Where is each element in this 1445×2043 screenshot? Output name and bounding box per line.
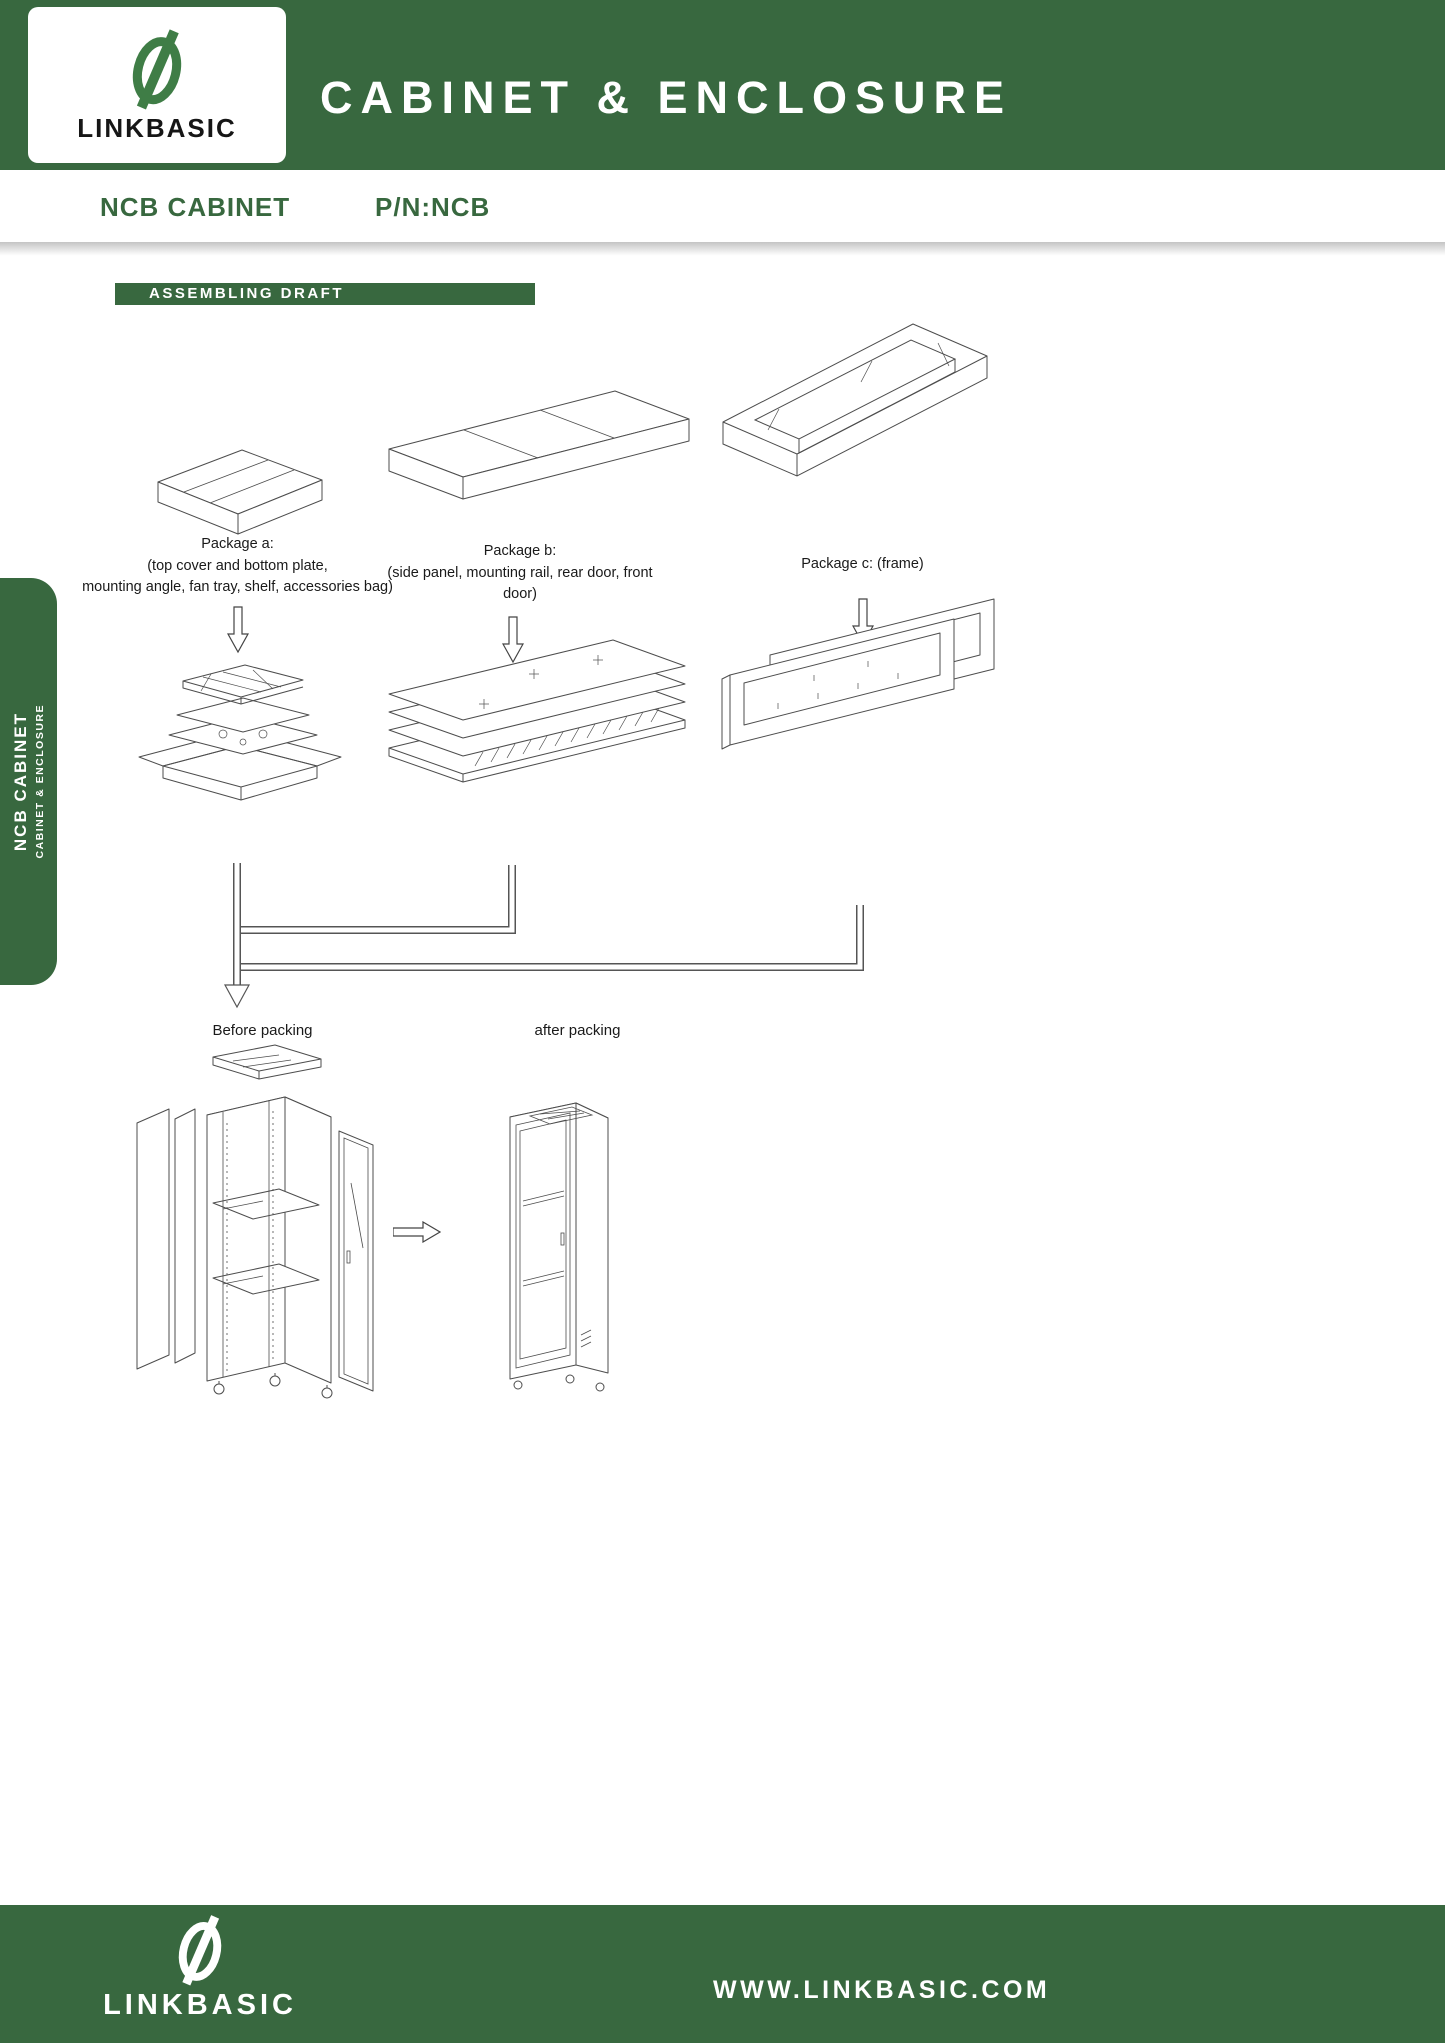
right-arrow-icon bbox=[393, 1221, 441, 1243]
package-a-caption: Package a: (top cover and bottom plate, … bbox=[70, 534, 405, 599]
assembly-flow-connector bbox=[223, 863, 864, 1009]
caption-line: Package a: bbox=[201, 536, 274, 552]
brand-logo: LINKBASIC bbox=[28, 7, 286, 163]
caption-line: Package b: bbox=[483, 543, 557, 559]
before-packing-label: Before packing bbox=[212, 1022, 313, 1039]
after-packing-label: after packing bbox=[534, 1022, 621, 1039]
product-name: NCB CABINET bbox=[100, 192, 291, 222]
down-arrow-icon bbox=[502, 616, 524, 664]
package-c-caption: Package c: (frame) bbox=[755, 554, 970, 576]
cabinet-before-packing-drawing bbox=[136, 1044, 374, 1399]
linkbasic-logo-icon bbox=[178, 1915, 222, 1986]
package-c-contents-drawing bbox=[721, 598, 995, 750]
down-arrow-icon bbox=[227, 606, 249, 654]
package-b-box-drawing bbox=[388, 390, 690, 500]
footer-brand-name: LINKBASIC bbox=[103, 1989, 297, 2021]
footer-band: LINKBASIC WWW.LINKBASIC.COM bbox=[0, 1905, 1445, 2043]
footer-website: WWW.LINKBASIC.COM bbox=[713, 1976, 1051, 2004]
package-c-frame-drawing bbox=[722, 323, 988, 477]
sidebar-product-title: NCB CABINET bbox=[11, 711, 30, 852]
package-a-contents-drawing bbox=[138, 664, 342, 801]
header-band: LINKBASIC CABINET & ENCLOSURE bbox=[0, 0, 1445, 170]
cabinet-after-packing-drawing bbox=[509, 1102, 609, 1392]
page-title: CABINET & ENCLOSURE bbox=[320, 72, 1013, 123]
package-b-caption: Package b: (side panel, mounting rail, r… bbox=[370, 541, 670, 606]
part-number: P/N:NCB bbox=[375, 192, 491, 222]
footer-brand-logo: LINKBASIC bbox=[103, 1913, 297, 2022]
caption-line: Package c: (frame) bbox=[801, 556, 924, 572]
subheader-divider bbox=[0, 242, 1445, 258]
subheader-band: NCB CABINET P/N:NCB bbox=[0, 170, 1445, 242]
section-title-bar: ASSEMBLING DRAFT bbox=[115, 283, 535, 305]
caption-line: (top cover and bottom plate, bbox=[147, 557, 328, 574]
package-b-contents-drawing bbox=[388, 639, 686, 783]
package-a-box-drawing bbox=[157, 449, 323, 535]
caption-line: mounting angle, fan tray, shelf, accesso… bbox=[82, 579, 393, 595]
down-arrow-icon bbox=[223, 984, 251, 1009]
sidebar-tab: NCB CABINET CABINET & ENCLOSURE bbox=[0, 578, 57, 985]
caption-line: (side panel, mounting rail, rear door, f… bbox=[387, 564, 653, 603]
section-title: ASSEMBLING DRAFT bbox=[149, 285, 344, 302]
brand-name: LINKBASIC bbox=[77, 112, 237, 143]
linkbasic-logo-icon bbox=[132, 28, 182, 109]
sidebar-category-subtitle: CABINET & ENCLOSURE bbox=[34, 704, 46, 859]
